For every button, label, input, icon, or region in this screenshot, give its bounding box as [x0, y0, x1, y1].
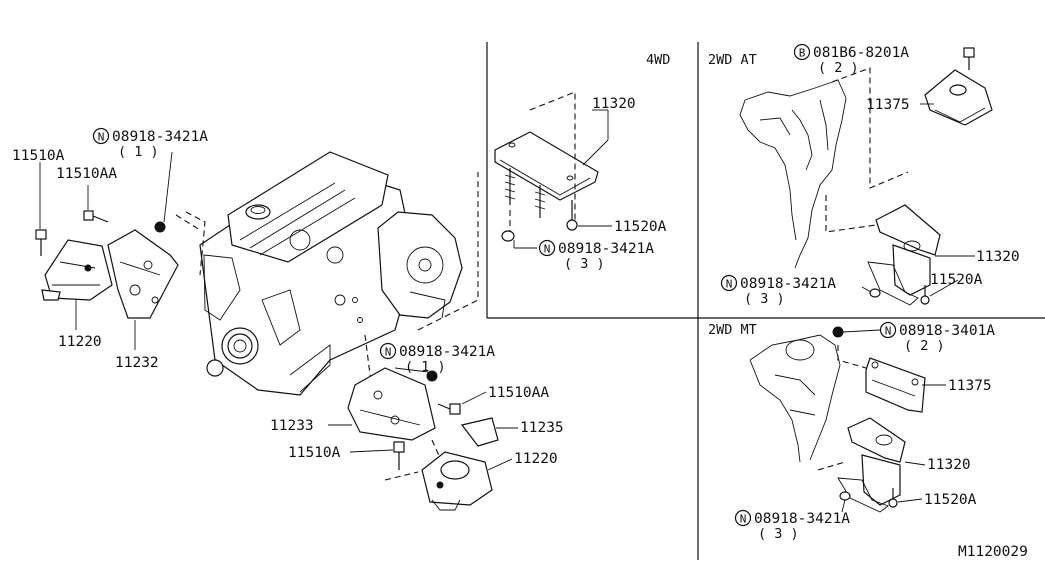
label-11220-center: 11220: [514, 451, 558, 467]
engine-block-illustration: [199, 151, 463, 396]
2wd-mt-transmission-outline: [749, 334, 841, 463]
n-marker-icon: N: [92, 127, 110, 145]
label-qty-at-n: ( 3 ): [744, 291, 785, 307]
left-mount-insulator-11220: [41, 239, 113, 301]
2wd-mt-nut-bottom-icon: [839, 491, 851, 501]
svg-text:N: N: [98, 131, 105, 144]
label-11320-mt: 11320: [927, 457, 971, 473]
svg-text:N: N: [385, 346, 392, 359]
label-qty-left: ( 1 ): [118, 144, 159, 160]
label-11510A-center: 11510A: [288, 445, 341, 461]
center-nut-icon: [426, 370, 438, 382]
section-4wd-label: 4WD: [646, 52, 670, 68]
n-marker-icon: N: [879, 321, 897, 339]
center-bolt-11510A-icon: [393, 441, 405, 470]
label-08918-3421A-at: 08918-3421A: [740, 276, 836, 292]
center-insulator-11220: [421, 451, 493, 511]
2wd-at-bolt-11520A-icon: [920, 285, 930, 305]
svg-text:N: N: [885, 325, 892, 338]
4wd-mount-11320: [494, 131, 599, 218]
label-11520A-mt: 11520A: [924, 492, 977, 508]
2wd-mt-dashed-guides: [817, 345, 867, 471]
label-11520A-at: 11520A: [930, 272, 983, 288]
svg-text:B: B: [799, 47, 806, 60]
left-bolt-11510AA-icon: [83, 210, 109, 223]
n-marker-icon: N: [720, 274, 738, 292]
center-dashed-guides: [384, 439, 441, 481]
left-bolt-11510A-icon: [35, 229, 47, 256]
2wd-mt-insulator-11375: [865, 357, 926, 413]
label-qty-center: ( 1 ): [405, 359, 446, 375]
label-08918-3421A-mt: 08918-3421A: [754, 511, 850, 527]
center-plate-11235: [460, 417, 499, 447]
2wd-mt-nut-icon: [832, 326, 844, 338]
label-11320-at: 11320: [976, 249, 1020, 265]
label-08918-3421A-left: 08918-3421A: [112, 129, 208, 145]
label-11320-4wd: 11320: [592, 96, 636, 112]
center-leader-lines: [328, 367, 518, 471]
label-11510AA-left: 11510AA: [56, 166, 117, 182]
label-11510A-left: 11510A: [12, 148, 65, 164]
label-11510AA-center: 11510AA: [488, 385, 549, 401]
n-marker-icon: N: [379, 342, 397, 360]
2wd-at-dashed-guides: [825, 67, 909, 233]
2wd-at-bolt-icon: [963, 47, 975, 70]
label-11375-at: 11375: [866, 97, 910, 113]
diagram-code: M1120029: [958, 544, 1028, 560]
2wd-mt-bolt-11520A-icon: [888, 488, 898, 508]
4wd-dashed-guides: [509, 91, 576, 232]
center-bracket-11233: [347, 367, 436, 441]
label-11520A-4wd: 11520A: [614, 219, 667, 235]
left-leader-lines: [39, 151, 173, 350]
label-08918-3421A-4wd: 08918-3421A: [558, 241, 654, 257]
svg-text:N: N: [726, 278, 733, 291]
label-11220-left: 11220: [58, 334, 102, 350]
center-bolt-11510AA-icon: [437, 403, 461, 415]
2wd-at-insulator-11375: [924, 69, 993, 126]
label-08918-3401A-mt: 08918-3401A: [899, 323, 995, 339]
2wd-at-leader-lines: [861, 103, 975, 297]
label-081B6-8201A: 081B6-8201A: [813, 45, 909, 61]
section-2wd-at-label: 2WD AT: [708, 52, 757, 68]
2wd-at-nut-icon: [869, 288, 881, 298]
label-qty-at-b: ( 2 ): [818, 60, 859, 76]
section-2wd-mt-label: 2WD MT: [708, 322, 757, 338]
b-marker-icon: B: [793, 43, 811, 61]
label-11375-mt: 11375: [948, 378, 992, 394]
n-marker-icon: N: [538, 239, 556, 257]
4wd-leader-lines: [513, 109, 612, 249]
left-nut-icon: [154, 221, 166, 233]
2wd-at-transmission-outline: [739, 79, 847, 269]
2wd-mt-leader-lines: [841, 329, 946, 513]
label-11233: 11233: [270, 418, 314, 434]
label-08918-3421A-center: 08918-3421A: [399, 344, 495, 360]
label-qty-mt-top: ( 2 ): [904, 338, 945, 354]
section-dividers: [486, 42, 1045, 560]
label-qty-4wd: ( 3 ): [564, 256, 605, 272]
label-11235: 11235: [520, 420, 564, 436]
label-qty-mt-bottom: ( 3 ): [758, 526, 799, 542]
label-11232: 11232: [115, 355, 159, 371]
n-marker-icon: N: [734, 509, 752, 527]
4wd-nut-icon: [501, 230, 515, 242]
2wd-mt-mount-11320: [837, 417, 906, 513]
4wd-bolt-11520A-icon: [566, 200, 578, 231]
main-dashed-guides: [175, 172, 479, 391]
svg-text:N: N: [544, 243, 551, 256]
left-mount-bracket-11232: [107, 229, 179, 319]
2wd-at-mount-11320: [867, 204, 941, 306]
svg-text:N: N: [740, 513, 747, 526]
